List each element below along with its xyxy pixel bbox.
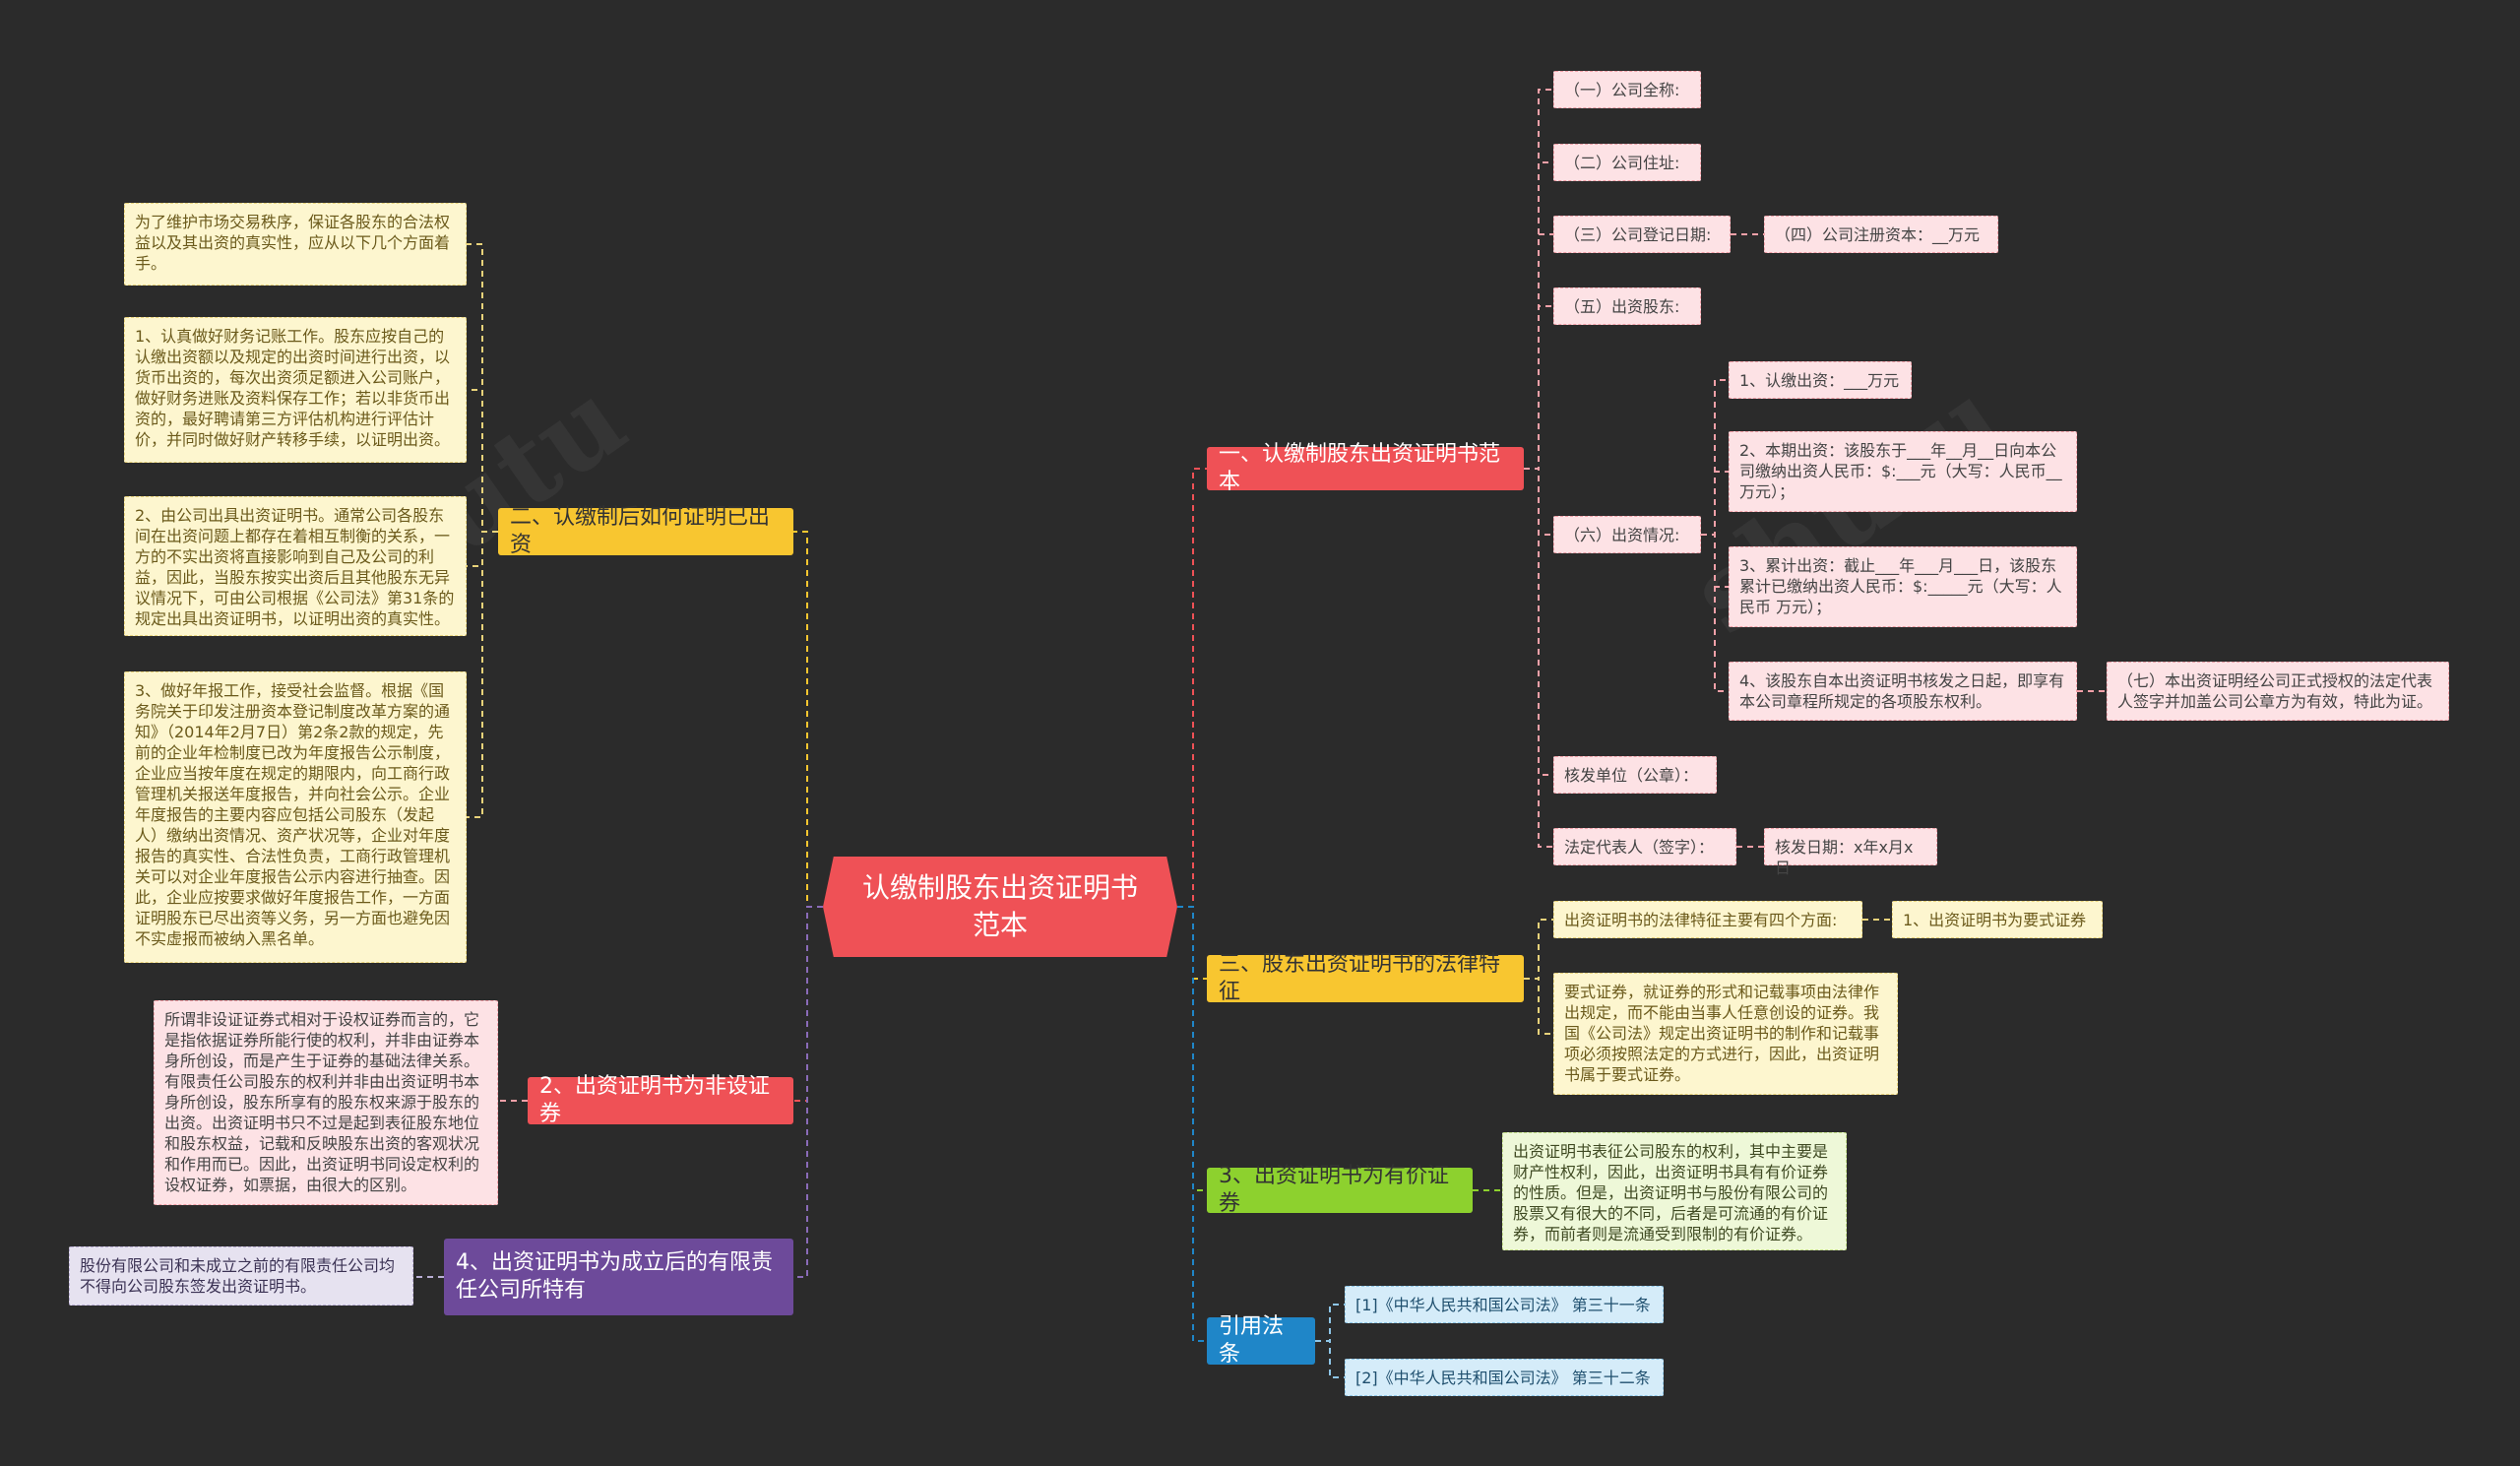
branch-non-creative-security[interactable]: 2、出资证明书为非设证券 [528,1074,793,1126]
leaf-contribution-status[interactable]: （六）出资情况: [1553,516,1701,553]
root-topic-label: 认缴制股东出资证明书范本 [861,871,1138,941]
leaf-valuable-explanation[interactable]: 出资证明书表征公司股东的权利，其中主要是财产性权利，因此，出资证明书具有有价证券… [1502,1132,1847,1250]
connector-line [1524,468,1553,848]
branch-label: 二、认缴制后如何证明已出资 [510,505,771,557]
citation-article-31[interactable]: [1]《中华人民共和国公司法》 第三十一条 [1345,1286,1664,1323]
connector-line [793,906,823,1278]
connector-line [467,389,498,533]
branch-valuable-security[interactable]: 3、出资证明书为有价证券 [1207,1164,1473,1216]
connector-line [793,531,823,908]
branch-template[interactable]: 一、认缴制股东出资证明书范本 [1207,442,1524,494]
branch-label: 4、出资证明书为成立后的有限责任公司所特有 [456,1250,773,1303]
leaf-shareholder[interactable]: （五）出资股东: [1553,287,1701,325]
connector-line [1701,379,1729,536]
connector-line [1524,978,1553,1035]
connector-line [467,531,498,818]
leaf-issuing-unit[interactable]: 核发单位（公章）： [1553,756,1717,794]
leaf-intro[interactable]: 为了维护市场交易秩序，保证各股东的合法权益以及其出资的真实性，应从以下几个方面着… [124,203,467,286]
leaf-registration-date[interactable]: （三）公司登记日期: [1553,216,1731,253]
connector-line [1701,471,1729,536]
leaf-four-aspects[interactable]: 出资证明书的法律特征主要有四个方面: [1553,901,1862,938]
leaf-registered-capital[interactable]: （四）公司注册资本：__万元 [1764,216,1998,253]
connector-line [1315,1304,1345,1342]
branch-prove-contribution[interactable]: 二、认缴制后如何证明已出资 [498,505,793,557]
leaf-validity-clause[interactable]: （七）本出资证明经公司正式授权的法定代表人签字并加盖公司公章方为有效，特此为证。 [2107,662,2449,721]
connector-line [1524,305,1553,470]
connector-line [1315,1340,1345,1378]
leaf-current-contribution[interactable]: 2、本期出资：该股东于___年__月__日向本公司缴纳出资人民币：$:___元（… [1729,431,2077,512]
citation-article-32[interactable]: [2]《中华人民共和国公司法》 第三十二条 [1345,1359,1664,1396]
branch-citations[interactable]: 引用法条 [1207,1314,1315,1367]
leaf-issue-certificate[interactable]: 2、由公司出具出资证明书。通常公司各股东间在出资问题上都存在着相互制衡的关系，一… [124,496,467,636]
leaf-subscribed[interactable]: 1、认缴出资：___万元 [1729,361,1912,399]
leaf-formal-security[interactable]: 1、出资证明书为要式证券 [1892,901,2103,938]
branch-label: 三、股东出资证明书的法律特征 [1219,952,1501,1004]
leaf-cumulative-contribution[interactable]: 3、累计出资：截止___年___月___日，该股东累计已缴纳出资人民币：$:__… [1729,546,2077,627]
leaf-formal-explanation[interactable]: 要式证券，就证券的形式和记载事项由法律作出规定，而不能由当事人任意创设的证券。我… [1553,973,1898,1095]
connector-line [1701,534,1729,692]
leaf-company-name[interactable]: （一）公司全称: [1553,71,1701,108]
branch-legal-features[interactable]: 三、股东出资证明书的法律特征 [1207,952,1524,1004]
leaf-bookkeeping[interactable]: 1、认真做好财务记账工作。股东应按自己的认缴出资额以及规定的出资时间进行出资，以… [124,317,467,463]
branch-llc-specific[interactable]: 4、出资证明书为成立后的有限责任公司所特有 [444,1239,793,1315]
connector-line [1177,906,1207,1342]
branch-label: 引用法条 [1219,1314,1285,1367]
leaf-shareholder-rights[interactable]: 4、该股东自本出资证明书核发之日起，即享有本公司章程所规定的各项股东权利。 [1729,662,2077,721]
branch-label: 一、认缴制股东出资证明书范本 [1219,442,1501,494]
branch-label: 3、出资证明书为有价证券 [1219,1164,1449,1216]
connector-line [1177,468,1207,908]
connector-line [1524,919,1553,980]
leaf-non-creative-explanation[interactable]: 所谓非设证证券式相对于设权证券而言的，它是指依据证券所能行使的权利，并非由证券本… [154,1000,498,1205]
root-topic[interactable]: 认缴制股东出资证明书范本 [823,857,1177,957]
leaf-legal-rep[interactable]: 法定代表人（签字）： [1553,828,1736,865]
leaf-issue-date[interactable]: 核发日期：x年x月x日 [1764,828,1937,877]
leaf-llc-explanation[interactable]: 股份有限公司和未成立之前的有限责任公司均不得向公司股东签发出资证明书。 [69,1246,413,1306]
connector-line [1524,89,1553,470]
leaf-company-address[interactable]: （二）公司住址: [1553,144,1701,181]
branch-label: 2、出资证明书为非设证券 [539,1074,770,1126]
leaf-annual-report[interactable]: 3、做好年报工作，接受社会监督。根据《国务院关于印发注册资本登记制度改革方案的通… [124,671,467,963]
